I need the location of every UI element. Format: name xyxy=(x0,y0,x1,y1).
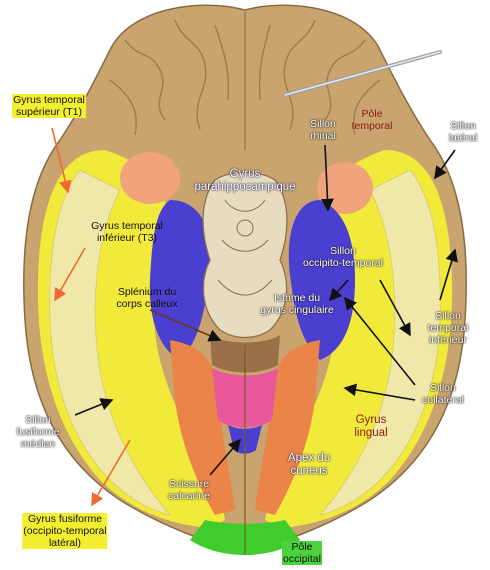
label-sillon-lateral: Sillon latéral xyxy=(448,120,478,144)
label-sillon-rhinal: Sillon rhinal xyxy=(310,118,336,142)
label-sillon-occipito-temporal: Sillon occipito-temporal xyxy=(303,245,383,269)
lingual-gyrus xyxy=(170,340,320,515)
pointer-collateral-a xyxy=(343,296,416,386)
label-sillon-temporal-inferieur: Sillon temporal inférieur xyxy=(427,310,469,346)
pointer-temporal-inferieur xyxy=(439,248,458,301)
pointer-fusiforme xyxy=(91,439,131,507)
pointer-t1 xyxy=(51,127,72,194)
pointer-rhinal xyxy=(321,144,334,212)
label-isthme: Isthme du gyrus cingulaire xyxy=(260,292,334,316)
pointer-fusiforme-median xyxy=(74,398,114,416)
label-sillon-collateral: Sillon collatéral xyxy=(421,382,465,406)
pointer-t3 xyxy=(54,247,86,302)
left-temporal-pole xyxy=(120,152,180,204)
label-gyrus-fusiforme: Gyrus fusiforme (occipito-temporal latér… xyxy=(22,513,108,549)
brainstem xyxy=(202,171,288,339)
pointer-lateral xyxy=(434,149,456,180)
label-gyrus-temporal-inferieur: Gyrus temporal inférieur (T3) xyxy=(91,220,163,244)
label-gyrus-temporal-superieur: Gyrus temporal supérieur (T1) xyxy=(12,94,86,118)
label-pole-occipital: Pôle occipital xyxy=(282,541,322,565)
left-parahippocampal xyxy=(149,200,211,360)
pointer-calcarine xyxy=(209,438,242,476)
label-scissure-calcarine: Scissure calcarine xyxy=(167,478,211,502)
label-apex-cuneus: Apex du cuneus xyxy=(287,452,331,477)
label-gyrus-lingual: Gyrus lingual xyxy=(354,414,388,439)
right-parahippocampal xyxy=(288,200,355,360)
frontal-gyri xyxy=(109,12,381,150)
pointer-splenium xyxy=(149,309,222,342)
label-splenium: Splénium du corps calleux xyxy=(116,286,178,310)
pointer-occipito-temporal-a xyxy=(328,279,349,302)
label-gyrus-parahippocampique: Gyrus parahippocampique xyxy=(194,168,296,193)
pointer-occipito-temporal-b xyxy=(379,279,411,337)
label-sillon-fusiforme-median: Sillon fusiforme médian xyxy=(16,414,60,450)
pointer-collateral-b xyxy=(343,383,416,401)
label-pole-temporal: Pôle temporal xyxy=(351,108,393,132)
